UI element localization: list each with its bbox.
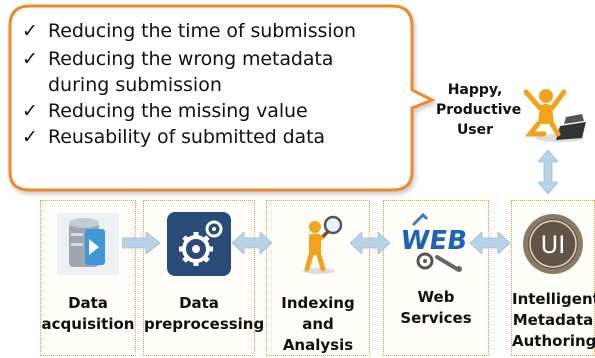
gears-icon: [167, 212, 231, 276]
double-arrow: [350, 232, 390, 254]
double-arrow: [470, 232, 510, 254]
svg-text:WEB: WEB: [403, 226, 469, 256]
benefit-item: ✓Reducing the wrong metadata: [22, 48, 334, 70]
double-arrow: [232, 232, 272, 254]
stage-web-services: WEB Web Services: [383, 200, 489, 356]
check-icon: ✓: [22, 126, 38, 148]
happy-person-laptop-icon: [523, 89, 586, 142]
speech-bubble: [8, 4, 436, 192]
stage-intelligent-metadata-authoring: UI Intelligent Metadata Authoring: [511, 200, 595, 356]
vertical-double-arrow: [538, 150, 558, 194]
stage-label: Indexing and Analysis: [281, 294, 355, 354]
web-services-icon: WEB: [403, 212, 469, 272]
benefit-item-continuation: during submission: [48, 74, 222, 96]
stage-indexing-and-analysis: Indexing and Analysis: [266, 200, 370, 356]
benefit-item: ✓Reducing the missing value: [22, 100, 308, 122]
check-icon: ✓: [22, 100, 38, 122]
stage-label: Data preprocessing: [144, 294, 265, 333]
benefit-item: ✓Reusability of submitted data: [22, 126, 325, 148]
svg-text:UI: UI: [541, 231, 566, 259]
user-label: Happy, Productive User: [436, 82, 522, 138]
stage-label: Data acquisition: [41, 294, 135, 333]
stage-data-preprocessing: Data preprocessing: [143, 200, 265, 356]
database-icon: [57, 213, 119, 275]
magnifier-person-icon: [303, 215, 343, 274]
stage-label: Intelligent Metadata Authoring: [512, 290, 595, 350]
benefit-item: ✓Reducing the time of submission: [22, 20, 356, 42]
check-icon: ✓: [22, 20, 38, 42]
stage-data-acquisition: Data acquisition: [40, 200, 136, 356]
stage-label: Web Services: [400, 288, 472, 327]
right-arrow: [122, 232, 161, 254]
ui-circle-icon: UI: [523, 214, 583, 274]
check-icon: ✓: [22, 48, 38, 70]
